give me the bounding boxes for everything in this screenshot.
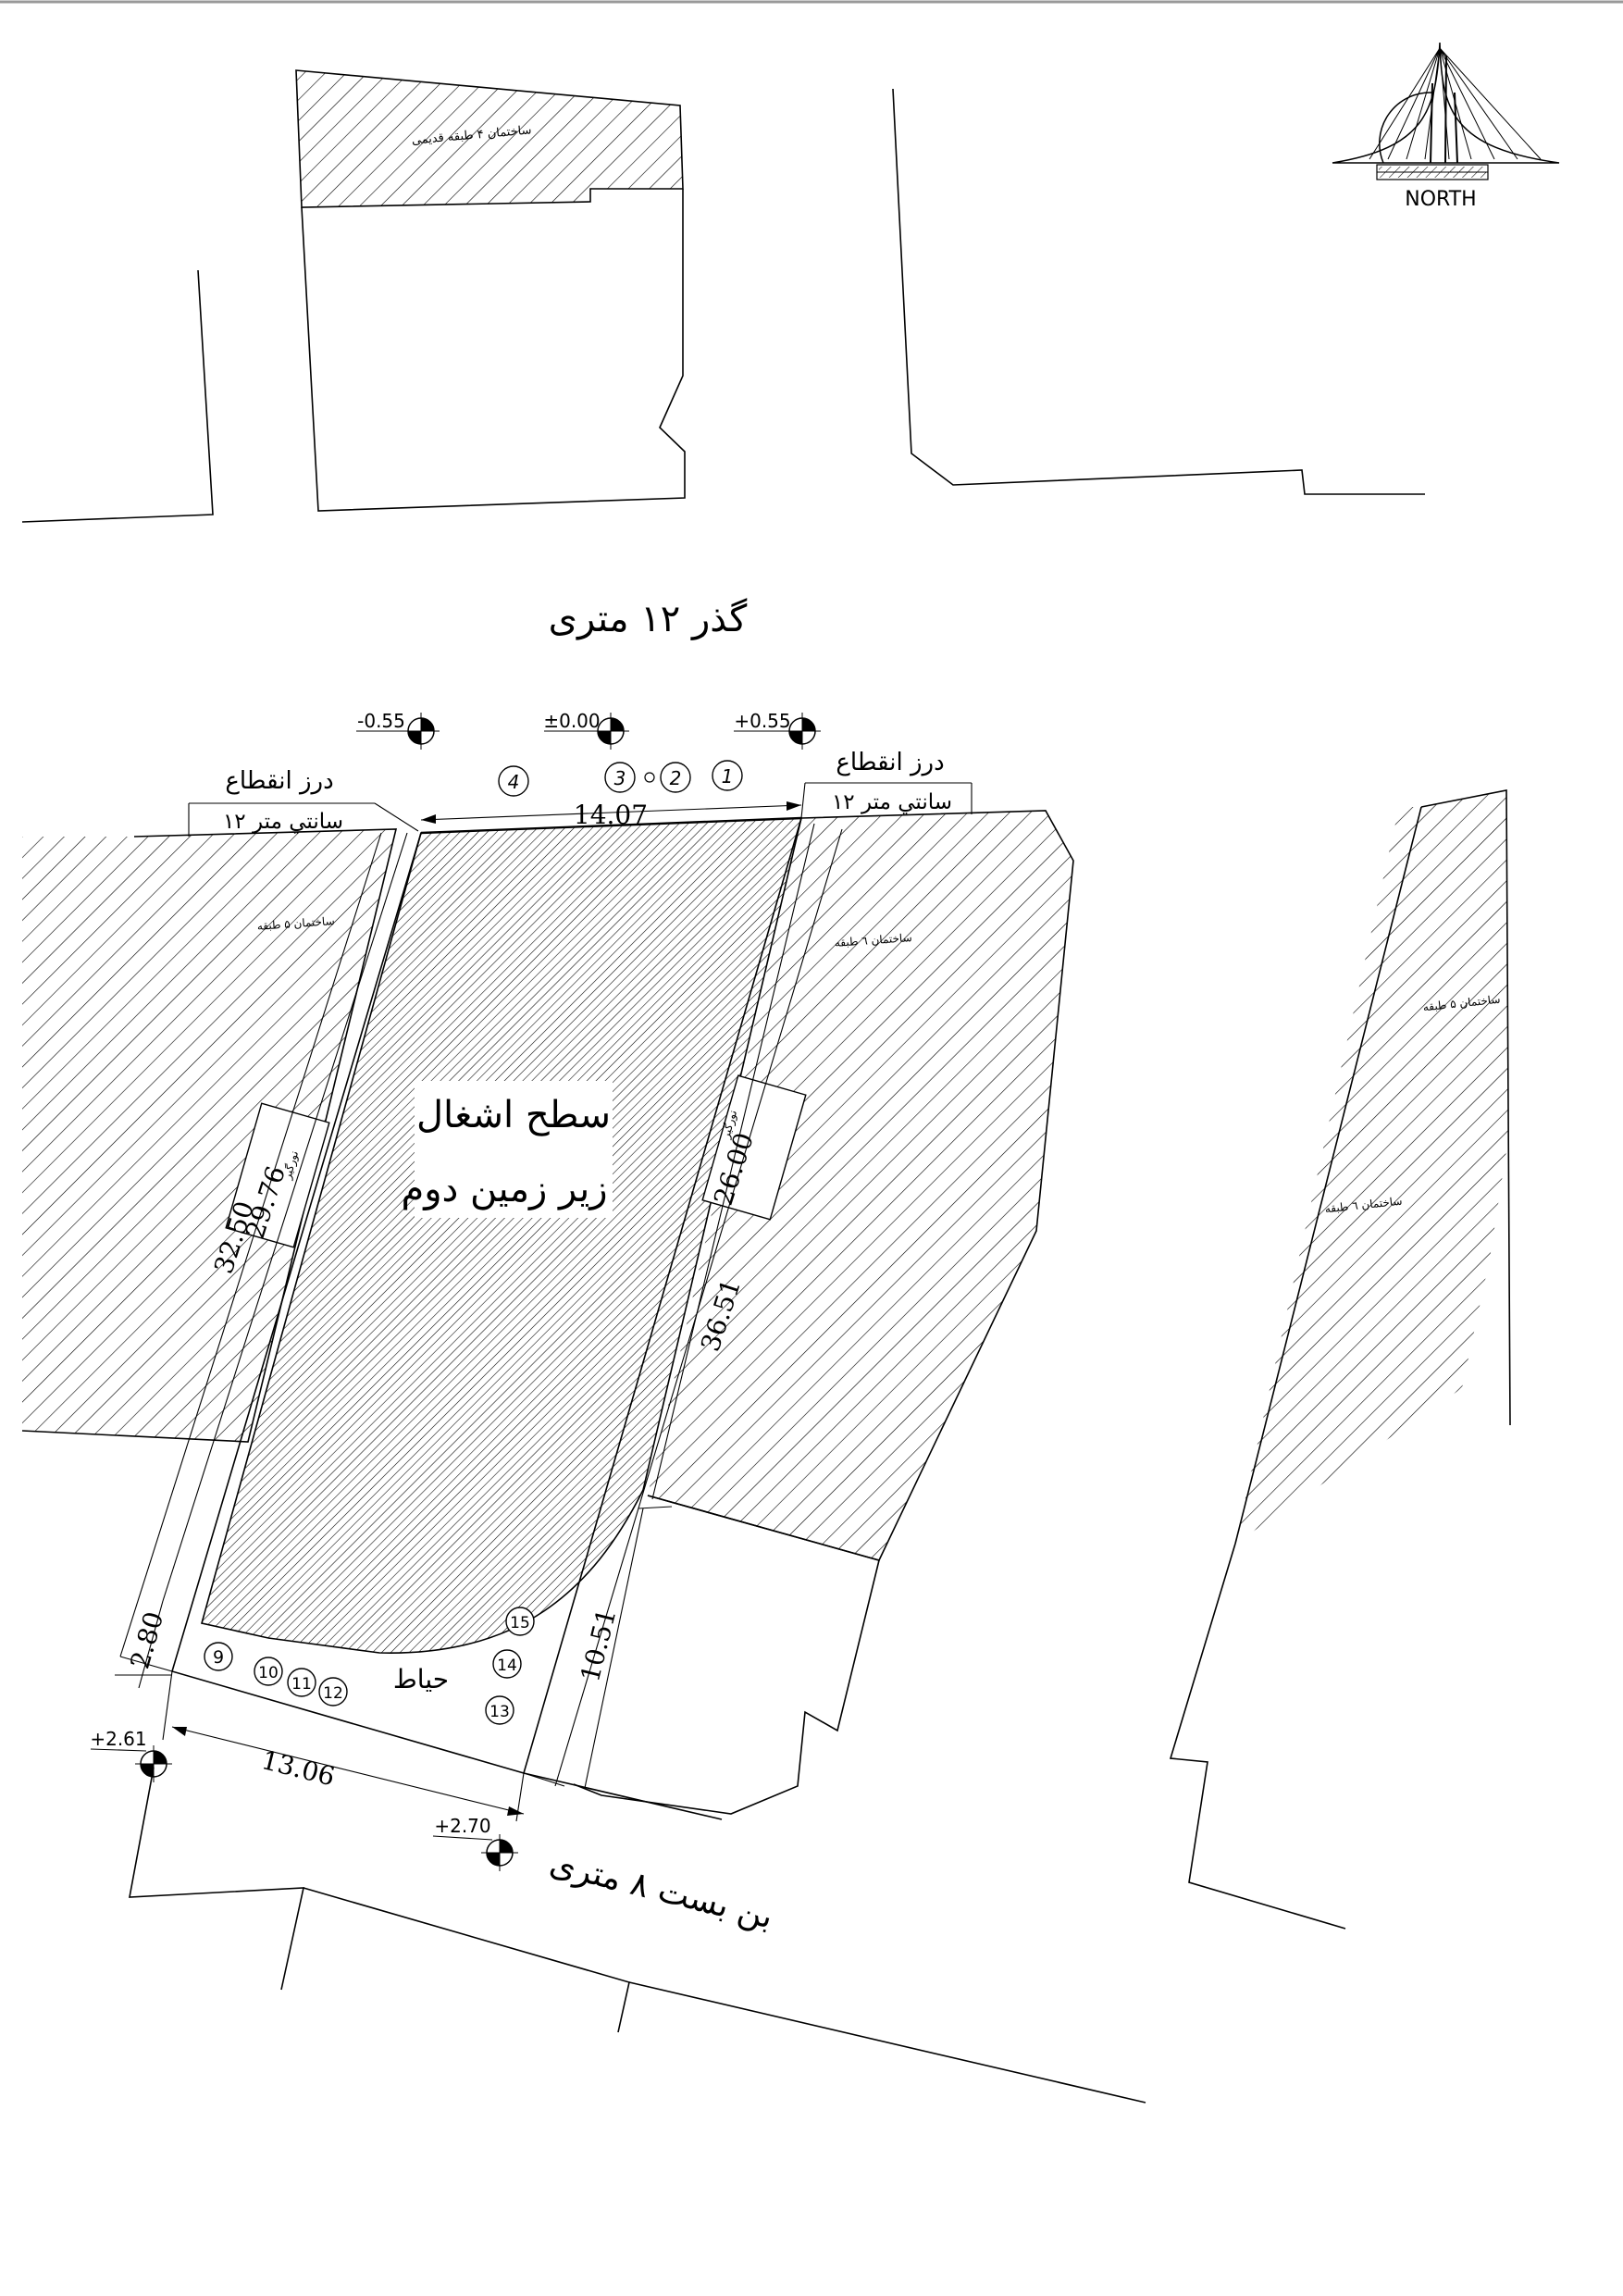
expansion-joint-left-title: درز انقطاع <box>225 767 333 795</box>
svg-text:9: 9 <box>213 1647 224 1668</box>
dimension-left-lower-label: 2.80 <box>124 1608 169 1672</box>
upper-building-outline <box>301 189 686 512</box>
plot-top-edge <box>420 816 802 835</box>
svg-text:3: 3 <box>614 767 626 789</box>
expansion-joint-right-size: ۱۲ سانتي متر <box>832 790 952 814</box>
yard-label: حياط <box>393 1664 449 1694</box>
dimension-right-lower-label: 10.51 <box>575 1606 622 1685</box>
far-right-boundary <box>1169 1543 1346 1930</box>
svg-text:15: 15 <box>510 1614 530 1632</box>
level-label-1: -0.55 <box>357 710 405 732</box>
svg-text:1: 1 <box>722 765 734 788</box>
dimension-top-width <box>420 801 802 824</box>
dimension-top-width-label: 14.07 <box>574 800 648 830</box>
occupancy-label-line1: سطح اشغال <box>416 1094 611 1136</box>
level-label-2: ±0.00 <box>543 710 600 732</box>
expansion-joint-right-title: درز انقطاع <box>836 749 944 776</box>
dead-end-boundary-right <box>628 1981 1146 2104</box>
svg-text:13: 13 <box>489 1703 510 1721</box>
plot-right-edge <box>523 817 802 1774</box>
marker-3: 3 <box>604 762 636 793</box>
marker-1: 1 <box>712 760 743 791</box>
marker-11: 11 <box>287 1668 316 1697</box>
level-marker-4-icon <box>135 1745 172 1782</box>
north-label: NORTH <box>1405 188 1476 211</box>
building-label-left: ساختمان ۵ طبقه <box>256 914 335 933</box>
building-label-right: ساختمان ٦ طبقه <box>834 931 912 949</box>
level-marker-5-icon <box>481 1834 518 1871</box>
dead-end-boundary-upper <box>523 1772 723 1820</box>
expansion-joint-left <box>188 802 419 837</box>
upper-right-boundary <box>892 88 1425 495</box>
dimension-right-lower <box>584 1506 673 1789</box>
street-name-north: گذر ۱۲ متری <box>549 598 749 640</box>
expansion-joint-left-size: ۱۲ سانتي متر <box>223 810 343 834</box>
marker-15: 15 <box>505 1607 535 1636</box>
svg-text:12: 12 <box>323 1684 343 1703</box>
level-label-3: +0.55 <box>734 710 790 732</box>
dimension-left-inner <box>162 832 408 1602</box>
dead-end-boundary-bottom <box>303 1887 630 2033</box>
level-marker-3-icon <box>784 713 821 750</box>
level-marker-1-icon <box>403 713 440 750</box>
marker-12: 12 <box>318 1677 348 1706</box>
occupancy-label-bg <box>415 1081 613 1218</box>
occupancy-label-line2: زير زمين دوم <box>401 1168 607 1210</box>
svg-text:2: 2 <box>670 767 682 789</box>
north-arrow-icon <box>1332 42 1560 180</box>
marker-10: 10 <box>254 1657 283 1686</box>
expansion-joint-right <box>800 782 973 819</box>
level-label-5: +2.70 <box>434 1815 490 1837</box>
marker-14: 14 <box>492 1649 522 1679</box>
level-label-4: +2.61 <box>90 1728 146 1750</box>
dead-end-boundary-left <box>129 1767 305 1991</box>
svg-text:11: 11 <box>291 1675 312 1694</box>
far-right-building <box>1234 789 1511 1545</box>
dimension-bottom-width <box>162 1670 525 1822</box>
street-name-dead-end: بن بست ۸ متری <box>546 1844 776 1936</box>
dimension-bottom-width-label: 13.06 <box>258 1744 338 1792</box>
marker-4: 4 <box>498 765 529 797</box>
dimension-left-outer <box>119 832 382 1672</box>
svg-text:10: 10 <box>258 1664 279 1682</box>
upper-left-boundary <box>21 269 214 523</box>
marker-2: 2 <box>644 762 691 793</box>
lower-right-parcel <box>573 1495 880 1815</box>
dimension-right-inner <box>651 823 815 1500</box>
dimension-left-lower <box>115 1600 172 1689</box>
occupancy-area <box>201 817 803 1654</box>
lightwell-left <box>225 1102 330 1248</box>
svg-text:14: 14 <box>497 1657 517 1675</box>
svg-text:4: 4 <box>508 771 520 793</box>
marker-9: 9 <box>204 1642 233 1671</box>
marker-13: 13 <box>485 1695 514 1725</box>
